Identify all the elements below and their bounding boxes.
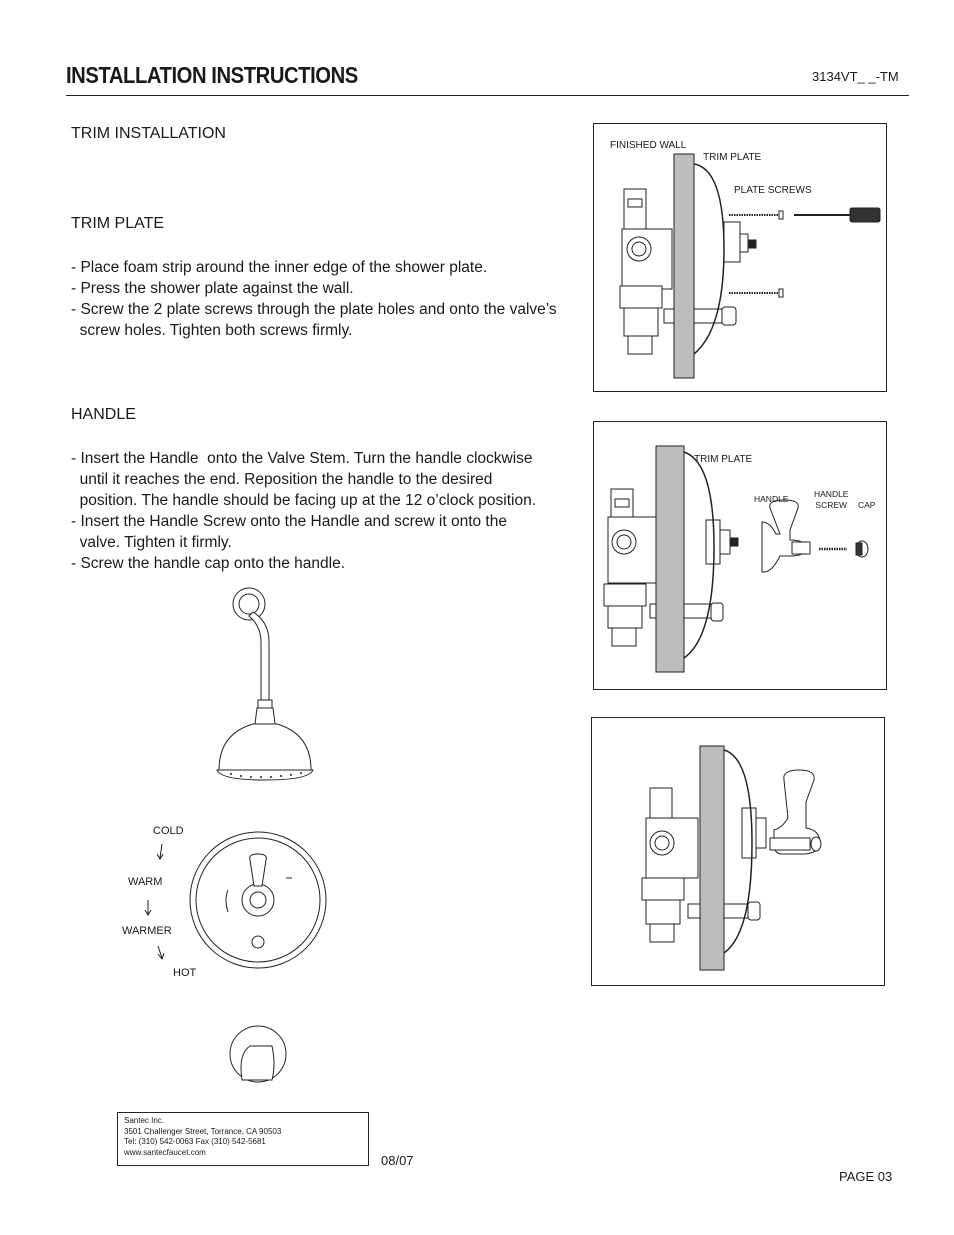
tub-spout-illustration [229, 1025, 287, 1083]
assembled-illustration [641, 745, 822, 971]
page-number: PAGE 03 [839, 1169, 893, 1184]
handle-trim-plate-label: TRIM PLATE [694, 454, 753, 465]
handle-screw-label-line: SCREW [815, 500, 848, 510]
model-number: 3134VT_ _-TM [812, 69, 899, 84]
trim-installation-heading: TRIM INSTALLATION [71, 125, 226, 142]
instruction-line: - Place foam strip around the inner edge… [71, 259, 488, 276]
handle-heading: HANDLE [71, 406, 136, 423]
company-name: Santec Inc. [124, 1116, 165, 1125]
trim-plate-label: TRIM PLATE [703, 152, 762, 163]
warmer-label: WARMER [122, 925, 172, 937]
plate-screws-label: PLATE SCREWS [734, 185, 812, 196]
header-divider [66, 95, 909, 96]
company-website: www.santecfaucet.com [124, 1147, 206, 1157]
shower-head-illustration [216, 587, 314, 781]
page-title: INSTALLATION INSTRUCTIONS [66, 62, 358, 88]
instruction-line: screw holes. Tighten both screws firmly. [71, 322, 353, 339]
handle-instructions: - Insert the Handle onto the Valve Stem.… [71, 448, 536, 574]
handle-screw-label: HANDLE SCREW [814, 489, 848, 511]
warm-label: WARM [128, 876, 163, 888]
instruction-line: - Insert the Handle onto the Valve Stem.… [71, 450, 533, 467]
instruction-line: - Press the shower plate against the wal… [71, 280, 354, 297]
trim-plate-heading: TRIM PLATE [71, 215, 165, 232]
revision-date: 08/07 [381, 1153, 414, 1168]
hot-label: HOT [173, 967, 197, 979]
trim-plate-instructions: - Place foam strip around the inner edge… [71, 257, 557, 341]
company-info-box: Santec Inc. 3501 Challenger Street, Torr… [117, 1112, 369, 1166]
instruction-line: until it reaches the end. Reposition the… [71, 471, 493, 488]
cap-label: CAP [858, 500, 876, 510]
company-phone: Tel: (310) 542-0063 Fax (310) 542-5681 [124, 1137, 266, 1146]
arrow-icon [144, 843, 165, 961]
handle-illustration [603, 445, 869, 673]
instruction-line: - Screw the 2 plate screws through the p… [71, 301, 557, 318]
handle-diagram: TRIM PLATE HANDLE HANDLE SCREW CAP [593, 421, 887, 690]
handle-label: HANDLE [754, 494, 789, 504]
instruction-line: - Screw the handle cap onto the handle. [71, 555, 346, 572]
instruction-line: valve. Tighten it firmly. [71, 534, 232, 551]
finished-wall-label: FINISHED WALL [610, 140, 687, 151]
temperature-dial-illustration [189, 831, 327, 969]
instruction-line: position. The handle should be facing up… [71, 492, 537, 509]
company-address: 3501 Challenger Street, Torrance, CA 905… [124, 1126, 282, 1136]
cold-label: COLD [153, 825, 184, 837]
trim-plate-diagram: FINISHED WALL TRIM PLATE PLATE SCREWS [593, 123, 887, 392]
instruction-line: - Insert the Handle Screw onto the Handl… [71, 513, 507, 530]
trim-plate-illustration [619, 153, 881, 379]
handle-screw-label-line: HANDLE [814, 489, 849, 499]
assembled-diagram [591, 717, 885, 986]
